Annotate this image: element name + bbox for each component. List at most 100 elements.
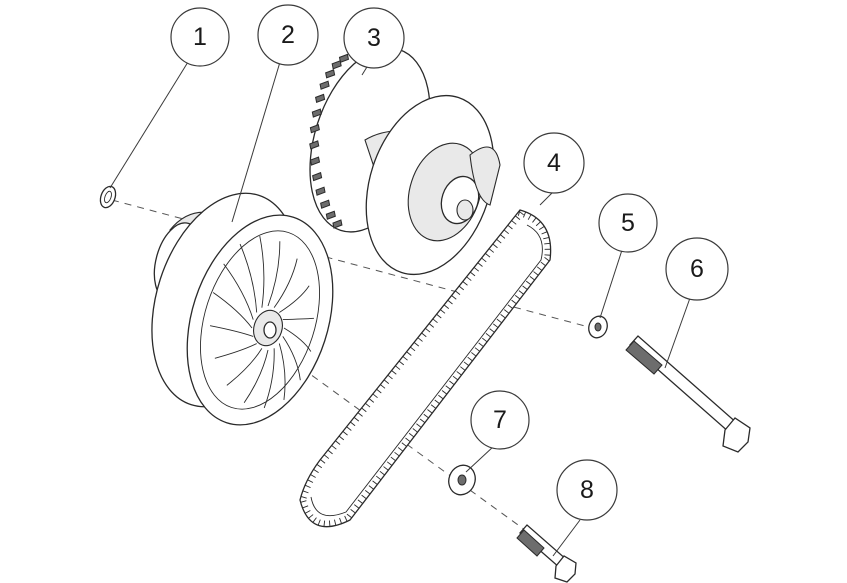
- belt-tooth: [313, 468, 319, 473]
- belt-tooth: [514, 295, 521, 300]
- belt-tooth: [436, 313, 442, 319]
- belt-tooth: [304, 484, 311, 489]
- belt-tooth: [372, 480, 378, 485]
- callout-1-label: 1: [193, 23, 207, 51]
- belt-tooth: [522, 285, 528, 290]
- belt-tooth: [383, 466, 389, 471]
- belt-tooth: [544, 256, 550, 262]
- belt-tooth: [368, 398, 375, 403]
- belt-tooth: [308, 514, 314, 519]
- callout-4-label: 4: [547, 149, 561, 177]
- belt-teeth: [300, 209, 551, 527]
- belt-tooth: [312, 517, 317, 523]
- belt-tooth: [350, 509, 356, 514]
- leader-2: [231, 61, 281, 223]
- belt-tooth: [398, 360, 405, 366]
- belt-tooth: [375, 475, 382, 481]
- part-7-washer: [448, 464, 476, 496]
- belt-tooth: [410, 346, 416, 352]
- belt-tooth: [317, 519, 321, 526]
- belt-tooth: [307, 479, 314, 483]
- belt-tooth: [394, 451, 400, 457]
- belt-tooth: [346, 513, 352, 519]
- belt-tooth: [544, 242, 551, 245]
- belt-tooth: [344, 515, 348, 522]
- belt-tooth: [511, 220, 517, 225]
- belt-tooth: [402, 356, 408, 361]
- pulley-spoke: [209, 325, 254, 337]
- belt-tooth: [430, 404, 437, 409]
- belt-tooth: [379, 470, 385, 476]
- belt-tooth: [488, 248, 495, 253]
- pulley-fin: [320, 199, 331, 209]
- pulley-fin: [309, 124, 320, 134]
- callout-6: 6: [665, 237, 729, 301]
- belt-tooth: [364, 489, 371, 495]
- pulley-fin: [309, 156, 321, 166]
- leader-4: [539, 191, 554, 206]
- belt-tooth: [441, 390, 448, 395]
- belt-tooth: [302, 505, 309, 509]
- belt-tooth: [543, 236, 550, 240]
- belt-tooth: [451, 295, 457, 300]
- pulley-fin: [311, 108, 322, 118]
- belt-tooth: [532, 217, 537, 223]
- belt-tooth: [387, 374, 393, 380]
- belt-tooth: [500, 234, 506, 239]
- belt-tooth: [346, 426, 352, 431]
- pulley-spoke: [282, 336, 301, 381]
- belt-tooth: [434, 399, 440, 404]
- belt-tooth: [485, 333, 491, 338]
- belt-tooth: [334, 519, 337, 526]
- belt-tooth: [463, 361, 470, 366]
- belt-tooth: [310, 474, 316, 478]
- callout-4: 4: [523, 132, 585, 194]
- belt-tooth: [423, 413, 429, 419]
- belt-tooth: [478, 342, 484, 347]
- callout-8-label: 8: [580, 476, 594, 504]
- pulley-spokes: [209, 235, 314, 409]
- pulley-spoke: [282, 317, 314, 321]
- belt-tooth: [302, 490, 309, 494]
- belt-tooth: [503, 309, 510, 314]
- callout-1: 1: [170, 7, 230, 67]
- part-3-driven-pulley: [309, 47, 501, 276]
- belt-tooth: [401, 442, 407, 447]
- belt-tooth: [529, 275, 535, 281]
- belt-tooth: [541, 231, 548, 235]
- belt-tooth: [518, 290, 524, 295]
- belt-tooth: [477, 262, 483, 267]
- belt-tooth: [535, 221, 541, 227]
- belt-tooth: [460, 366, 466, 371]
- belt-tooth: [357, 499, 363, 504]
- belt-tooth: [432, 318, 438, 324]
- pulley-spoke: [223, 263, 254, 320]
- part-2-drive-pulley: [151, 192, 334, 426]
- belt-tooth: [391, 370, 397, 375]
- belt-tooth: [350, 421, 356, 427]
- belt-tooth: [452, 375, 459, 381]
- pulley-spoke: [279, 285, 310, 313]
- belt-tooth: [357, 412, 363, 417]
- belt-tooth: [517, 209, 521, 216]
- belt-tooth: [481, 257, 487, 263]
- belt-tooth: [507, 224, 513, 230]
- belt-tooth: [471, 352, 477, 357]
- belt-tooth: [515, 215, 521, 220]
- belt-tooth: [342, 431, 348, 436]
- belt-tooth: [361, 494, 367, 500]
- belt-tooth: [323, 454, 330, 459]
- belt-tooth: [493, 323, 499, 328]
- belt-tooth: [447, 299, 453, 305]
- part-8-short-bolt: [516, 524, 577, 583]
- belt-tooth: [316, 463, 323, 469]
- pulley-fin: [331, 60, 342, 70]
- pulley-spoke: [283, 327, 312, 352]
- belt-tooth: [376, 388, 382, 394]
- belt-tooth: [425, 327, 431, 333]
- belt-tooth: [428, 323, 435, 328]
- pulley-fin: [312, 171, 323, 182]
- belt-tooth: [421, 332, 427, 338]
- belt-tooth: [473, 267, 480, 272]
